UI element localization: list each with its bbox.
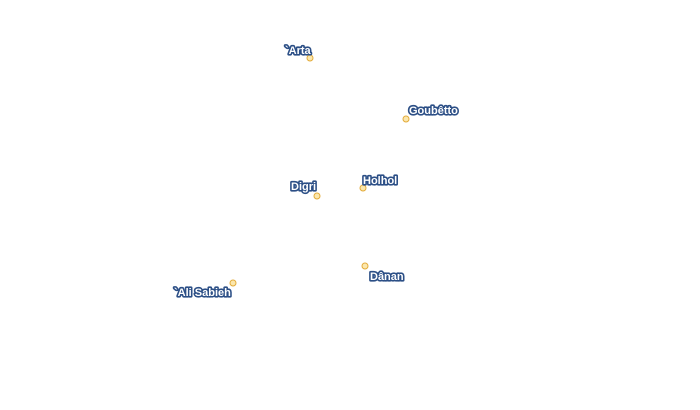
place-holhol[interactable]: Holhol [359, 173, 399, 192]
place-label-ali-sabieh: `Ali Sabieh [174, 287, 231, 299]
place-goubetto[interactable]: Goubêtto [402, 103, 460, 123]
place-label-goubetto: Goubêtto [409, 105, 458, 117]
place-label-danan: Dânan [370, 271, 404, 283]
place-marker-ali-sabieh[interactable] [229, 279, 237, 287]
place-marker-arta[interactable] [306, 54, 314, 62]
place-digri[interactable]: Digri [289, 179, 321, 200]
place-danan[interactable]: Dânan [361, 262, 405, 285]
place-marker-goubetto[interactable] [402, 115, 410, 123]
place-label-arta: `Arta [285, 45, 312, 57]
place-label-holhol: Holhol [363, 175, 397, 187]
place-arta[interactable]: `Arta [283, 43, 314, 62]
place-marker-danan[interactable] [361, 262, 369, 270]
place-ali-sabieh[interactable]: `Ali Sabieh [172, 279, 237, 301]
place-label-digri: Digri [291, 181, 316, 193]
place-marker-digri[interactable] [313, 192, 321, 200]
place-marker-holhol[interactable] [359, 184, 367, 192]
